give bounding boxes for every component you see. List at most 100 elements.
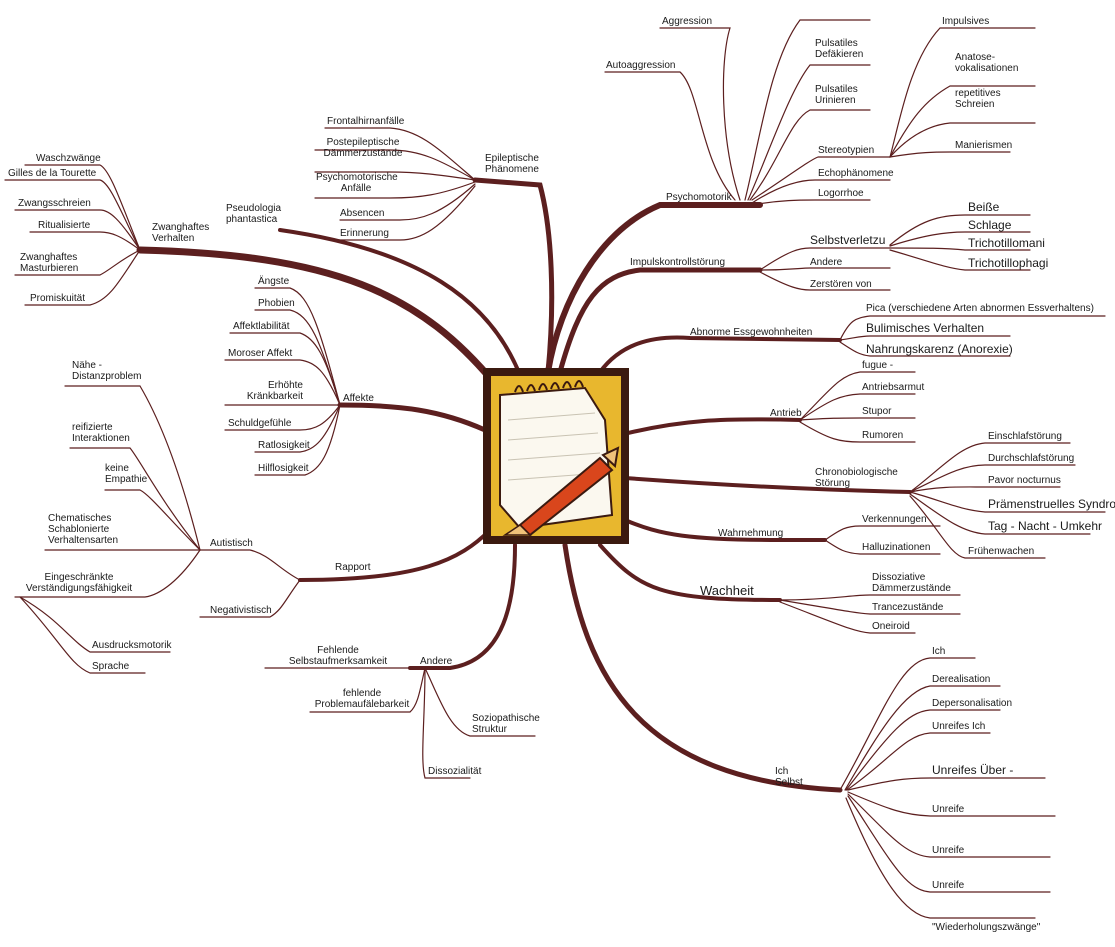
node-postepileptische: Postepileptische Dämmerzustände: [323, 137, 403, 159]
branch-psychomotorik: [545, 202, 763, 375]
branch-essgewohnheiten: [598, 335, 842, 374]
center-notepad-icon: [483, 368, 629, 544]
node-abnorme-essgewohnheiten: Abnorme Essgewohnheiten: [690, 327, 813, 338]
node-keine-empathie: keine Empathie: [105, 463, 148, 485]
node-dissozialitaet: Dissozialität: [428, 766, 482, 777]
node-pavor-nocturnus: Pavor nocturnus: [988, 475, 1061, 486]
node-wiederholungszwaenge: "Wiederholungszwänge": [932, 922, 1041, 933]
node-fugue: fugue -: [862, 360, 894, 371]
node-schuldgefuehle: Schuldgefühle: [228, 418, 292, 429]
node-waschzwaenge: Waschzwänge: [36, 153, 101, 164]
node-wahrnehmung: Wahrnehmung: [718, 528, 784, 539]
node-gilles-de-la-tourette: Gilles de la Tourette: [8, 168, 97, 179]
node-wachheit: Wachheit: [700, 583, 754, 598]
branch-affekte: [337, 402, 488, 433]
branch-antrieb: [618, 417, 802, 437]
node-derealisation: Derealisation: [932, 674, 991, 685]
node-aggression: Aggression: [662, 16, 713, 27]
branch-chrono: [623, 476, 912, 494]
node-negativistisch: Negativistisch: [210, 605, 272, 616]
node-ich: Ich: [932, 646, 946, 657]
node-antriebsarmut: Antriebsarmut: [862, 382, 925, 393]
node-stupor: Stupor: [862, 406, 892, 417]
node-trichotillophagie: Trichotillophagi: [968, 256, 1049, 270]
node-selbstverletzung: Selbstverletzu: [810, 233, 886, 247]
node-andere: Andere: [420, 656, 453, 667]
node-epileptische-phaenomene: Epileptische Phänomene: [485, 153, 539, 175]
node-unreife-2: Unreife: [932, 845, 965, 856]
node-autoaggression: Autoaggression: [606, 60, 676, 71]
node-praemenstruelles: Prämenstruelles Syndrom: [988, 497, 1115, 511]
node-anatose: Anatose- vokalisationen: [955, 52, 1019, 74]
node-repetitives-schreien: repetitives Schreien: [955, 88, 1001, 110]
node-psychomotorische-anfaelle: Psychomotorische Anfälle: [316, 172, 398, 194]
node-impulsives: Impulsives: [942, 16, 990, 27]
node-unreife-1: Unreife: [932, 804, 965, 815]
node-manierismen: Manierismen: [955, 140, 1013, 151]
node-pulsatiles-urinieren: Pulsatiles Urinieren: [815, 84, 858, 106]
node-ritualisierte: Ritualisierte: [38, 220, 91, 231]
node-durchschlafstoerung: Durchschlafstörung: [988, 453, 1075, 464]
branch-ich: [562, 542, 843, 793]
node-zwangsschreien: Zwangsschreien: [18, 198, 91, 209]
node-ratlosigkeit: Ratlosigkeit: [258, 440, 310, 451]
node-hilflosigkeit: Hilflosigkeit: [258, 463, 309, 474]
node-fehlende-selbstaufmerksamkeit: Fehlende Selbstaufmerksamkeit: [288, 645, 388, 667]
node-zerstoeren: Zerstören von: [810, 279, 872, 290]
node-fehlende-problem: fehlende Problemaufälebarkeit: [314, 688, 410, 710]
node-unreifes-ich: Unreifes Ich: [932, 721, 986, 732]
node-beisse: Beiße: [968, 200, 1000, 214]
node-verkennungen: Verkennungen: [862, 514, 927, 525]
node-eingeschraenkte: Eingeschränkte Verständigungsfähigkeit: [25, 572, 133, 594]
node-unreifes-ueber: Unreifes Über -: [932, 763, 1014, 777]
node-depersonalisation: Depersonalisation: [932, 698, 1013, 709]
node-unreife-3: Unreife: [932, 880, 965, 891]
node-ich-selbst: Ich Selbst: [775, 766, 803, 788]
node-einschlafstoerung: Einschlafstörung: [988, 431, 1062, 442]
branch-wahrnehmung: [623, 518, 827, 542]
node-moroser-affekt: Moroser Affekt: [228, 348, 293, 359]
node-ausdrucksmotorik: Ausdrucksmotorik: [92, 640, 172, 651]
node-dissoziative: Dissoziative Dämmerzustände: [872, 572, 951, 594]
node-chematisches: Chematisches Schablonierte Verhaltensart…: [48, 513, 119, 546]
node-pica: Pica (verschiedene Arten abnormen Essver…: [866, 303, 1094, 314]
node-rapport: Rapport: [335, 562, 371, 573]
branch-pseudologia: [278, 228, 522, 377]
branch-andere: [408, 543, 517, 670]
branch-rapport: [298, 528, 492, 582]
node-tag-nacht-umkehr: Tag - Nacht - Umkehr: [988, 519, 1103, 533]
node-fruehenwachen: Frühenwachen: [968, 546, 1035, 557]
branch-zwanghaft: [136, 246, 504, 394]
node-soziopathische: Soziopathische Struktur: [472, 713, 540, 735]
node-logorrhoe: Logorrhoe: [818, 188, 864, 199]
node-phobien: Phobien: [258, 298, 295, 309]
node-affekte: Affekte: [343, 393, 374, 404]
node-frontalhirnanfaelle: Frontalhirnanfälle: [327, 116, 405, 127]
node-impulskontrollstoerung: Impulskontrollstörung: [630, 257, 726, 268]
node-halluzinationen: Halluzinationen: [862, 542, 931, 553]
node-zwanghaftes-masturbieren: Zwanghaftes Masturbieren: [20, 252, 79, 274]
node-nahrungskarenz: Nahrungskarenz (Anorexie): [866, 342, 1013, 356]
branch-wachheit: [598, 543, 782, 602]
node-aengste: Ängste: [258, 276, 290, 287]
node-psychomotorik: Psychomotorik: [666, 192, 732, 203]
node-stereotypien: Stereotypien: [818, 145, 875, 156]
node-antrieb: Antrieb: [770, 408, 802, 419]
node-schlage: Schlage: [968, 218, 1012, 232]
node-chronobiologische: Chronobiologische Störung: [815, 467, 898, 489]
node-promiskuitaet: Promiskuität: [30, 293, 86, 304]
node-trichotillomanie: Trichotillomani: [968, 236, 1045, 250]
node-zwanghaftes-verhalten: Zwanghaftes Verhalten: [152, 222, 210, 244]
branch-impulskontroll: [557, 267, 763, 375]
node-reifizierte: reifizierte Interaktionen: [72, 422, 130, 444]
node-sprache: Sprache: [92, 661, 130, 672]
node-absencen: Absencen: [340, 208, 385, 219]
node-erinnerung: Erinnerung: [340, 228, 389, 239]
node-erhoehte-kraenkbarkeit: Erhöhte Kränkbarkeit: [246, 380, 303, 402]
node-rumoren: Rumoren: [862, 430, 904, 441]
node-naehe-distanz: Nähe - Distanzproblem: [72, 360, 142, 382]
node-andere-impuls: Andere: [810, 257, 843, 268]
node-autistisch: Autistisch: [210, 538, 253, 549]
node-trancezustaende: Trancezustände: [872, 602, 944, 613]
